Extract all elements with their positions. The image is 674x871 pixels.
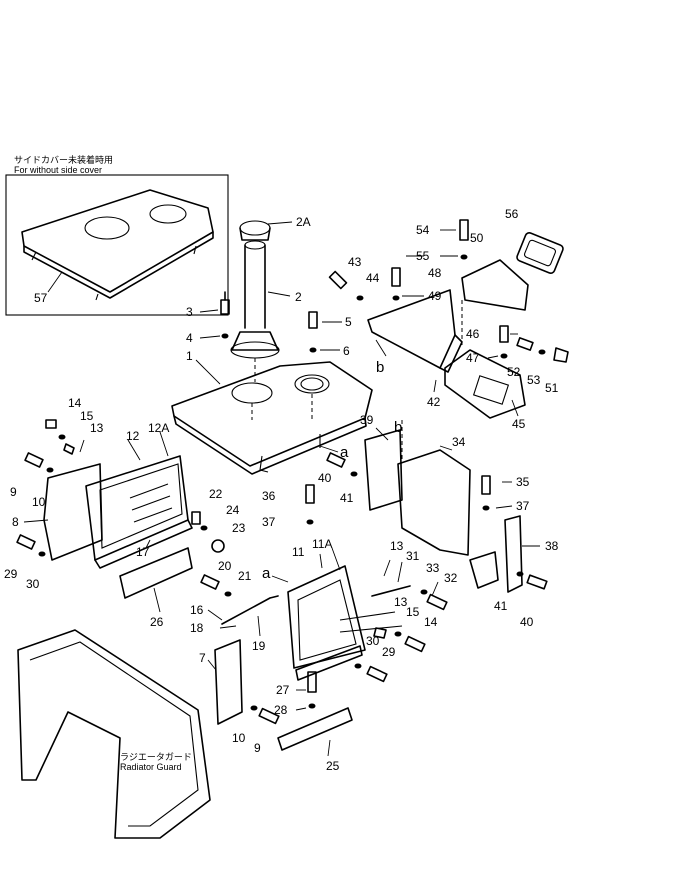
marker-a-1: a [340,444,349,461]
callout-labels: 2A 2 3 4 1 5 6 43 44 48 49 54 55 50 56 4… [4,207,559,773]
bracket-7 [214,639,353,751]
center-door [287,565,403,681]
callout-53: 53 [527,373,541,387]
callout-26: 26 [150,615,164,629]
callout-20: 20 [218,559,232,573]
callout-37: 37 [516,499,530,513]
callout-49: 49 [428,289,442,303]
callout-14: 14 [68,396,82,410]
callout-56: 56 [505,207,519,221]
callout-25: 25 [326,759,340,773]
callout-10: 10 [32,495,46,509]
radiator-guard: ラジエータガード Radiator Guard [17,629,211,839]
callout-16: 16 [190,603,204,617]
callout-44: 44 [366,271,380,285]
callout-1: 1 [186,349,193,363]
callout-32: 32 [444,571,458,585]
radiator-guard-note-en: Radiator Guard [120,762,182,772]
radiator-guard-note-jp: ラジエータガード [120,752,192,762]
inset-note-en: For without side cover [14,165,102,175]
callout-52: 52 [507,365,521,379]
hardware [16,219,569,725]
callout-29: 29 [4,567,18,581]
callout-46: 46 [466,327,480,341]
callout-40: 40 [318,471,332,485]
callout-13b: 13 [390,539,404,553]
callout-15b: 15 [406,605,420,619]
callout-36: 36 [262,489,276,503]
marker-b-2: b [394,419,402,436]
callout-43: 43 [348,255,362,269]
callout-39: 39 [360,413,374,427]
callout-30: 30 [26,577,40,591]
right-upper-box [367,232,564,419]
inset-box: サイドカバー未装着時用 For without side cover 57 [5,154,229,316]
callout-28: 28 [274,703,288,717]
callout-13c: 13 [394,595,408,609]
callout-4: 4 [186,331,193,345]
callout-9b: 9 [254,741,261,755]
callout-35: 35 [516,475,530,489]
callout-9: 9 [10,485,17,499]
callout-17: 17 [136,545,150,559]
callout-37b: 37 [262,515,276,529]
callout-24: 24 [226,503,240,517]
callout-2A: 2A [296,215,311,229]
callout-41b: 41 [494,599,508,613]
callout-34: 34 [452,435,466,449]
callout-57: 57 [34,291,48,305]
callout-21: 21 [238,569,252,583]
callout-33: 33 [426,561,440,575]
top-plate [171,361,373,475]
callout-11A: 11A [312,537,332,551]
inset-note-jp: サイドカバー未装着時用 [14,154,113,165]
callout-30b: 30 [366,634,380,648]
marker-b-1: b [376,359,384,376]
callout-38: 38 [545,539,559,553]
callout-5: 5 [345,315,352,329]
callout-2: 2 [295,290,302,304]
callout-19: 19 [252,639,266,653]
callout-48: 48 [428,266,442,280]
callout-3: 3 [186,305,193,319]
callout-27: 27 [276,683,290,697]
callout-15: 15 [80,409,94,423]
callout-12A: 12A [148,421,169,435]
callout-31: 31 [406,549,420,563]
right-side-panel [364,420,523,593]
callout-11: 11 [292,545,305,559]
leader-lines [23,221,540,757]
callout-41: 41 [340,491,354,505]
callout-22: 22 [209,487,223,501]
callout-29b: 29 [382,645,396,659]
callout-12: 12 [126,429,140,443]
callout-45: 45 [512,417,526,431]
marker-a-2: a [262,565,271,582]
callout-42: 42 [427,395,441,409]
callout-6: 6 [343,344,350,358]
filler-pipe [230,220,280,382]
callout-50: 50 [470,231,484,245]
callout-10b: 10 [232,731,246,745]
callout-7: 7 [199,651,206,665]
callout-47: 47 [466,351,480,365]
callout-23: 23 [232,521,246,535]
callout-14b: 14 [424,615,438,629]
callout-40b: 40 [520,615,534,629]
callout-8: 8 [12,515,19,529]
callout-18: 18 [190,621,204,635]
left-door [43,455,193,599]
callout-55: 55 [416,249,430,263]
callout-13: 13 [90,421,104,435]
callout-54: 54 [416,223,430,237]
callout-51: 51 [545,381,559,395]
